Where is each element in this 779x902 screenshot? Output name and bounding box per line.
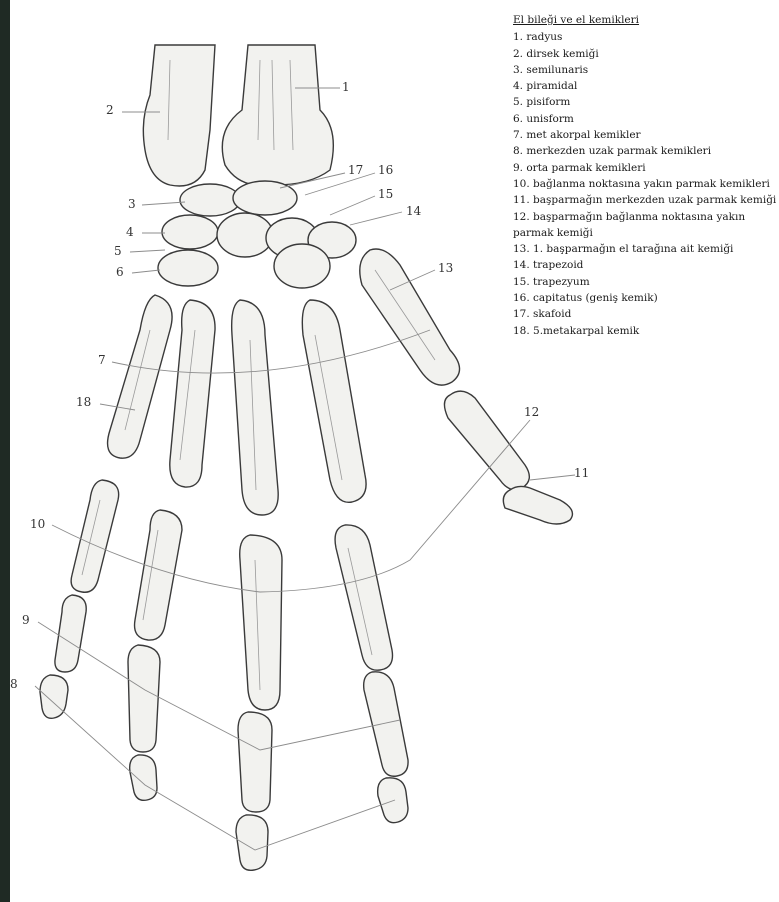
label-5: 5 (114, 244, 122, 258)
label-14: 14 (406, 204, 421, 218)
carpal-capitate (217, 213, 273, 257)
legend-item-16: 16. capitatus (geniş kemik) (513, 290, 779, 306)
legend-item-1: 1. radyus (513, 29, 779, 45)
carpal-bones (158, 181, 356, 288)
carpal-hamate (158, 250, 218, 286)
legend-item-15: 15. trapezyum (513, 274, 779, 290)
legend-item-6: 6. unisform (513, 111, 779, 127)
left-dark-strip (0, 0, 10, 902)
label-6: 6 (116, 265, 124, 279)
radius-bone (222, 45, 333, 186)
distal-phalanges (40, 486, 572, 870)
metacarpal-bones (108, 249, 460, 515)
carpal-triquetral (162, 215, 218, 249)
legend-item-12: 12. başparmağın bağlanma noktasına yakın… (513, 209, 779, 242)
carpal-capitatus (274, 244, 330, 288)
label-11: 11 (574, 466, 589, 480)
label-17: 17 (348, 163, 363, 177)
legend-item-9: 9. orta parmak kemikleri (513, 160, 779, 176)
legend-item-13: 13. 1. başparmağın el tarağına ait kemiğ… (513, 241, 779, 257)
label-9: 9 (22, 613, 30, 627)
legend-item-10: 10. bağlanma noktasına yakın parmak kemi… (513, 176, 779, 192)
label-12: 12 (524, 405, 539, 419)
metacarpal-4 (170, 300, 215, 487)
label-3: 3 (128, 197, 136, 211)
ulna-bone (143, 45, 215, 186)
legend-item-3: 3. semilunaris (513, 62, 779, 78)
legend-item-7: 7. met akorpal kemikler (513, 127, 779, 143)
label-13: 13 (438, 261, 453, 275)
label-15: 15 (378, 187, 393, 201)
metacarpal-3 (232, 300, 279, 515)
label-1: 1 (342, 80, 350, 94)
label-18: 18 (76, 395, 91, 409)
legend-title: El bileği ve el kemikleri (513, 12, 779, 28)
legend: El bileği ve el kemikleri 1. radyus 2. d… (513, 12, 779, 339)
legend-item-17: 17. skafoid (513, 306, 779, 322)
forearm-bones (143, 45, 333, 186)
legend-item-2: 2. dirsek kemiği (513, 46, 779, 62)
label-7: 7 (98, 353, 106, 367)
label-2: 2 (106, 103, 114, 117)
diagram-page: 1 2 3 4 5 6 7 8 9 10 11 12 13 14 15 16 1… (10, 0, 779, 902)
metacarpal-2 (302, 300, 366, 502)
legend-item-11: 11. başparmağın merkezden uzak parmak ke… (513, 192, 779, 208)
carpal-semilunar (180, 184, 240, 216)
legend-item-4: 4. piramidal (513, 78, 779, 94)
legend-item-5: 5. pisiform (513, 94, 779, 110)
label-16: 16 (378, 163, 393, 177)
label-10: 10 (30, 517, 45, 531)
metacarpal-5 (108, 295, 173, 458)
label-8: 8 (10, 677, 18, 691)
legend-item-18: 18. 5.metakarpal kemik (513, 323, 779, 339)
legend-item-14: 14. trapezoid (513, 257, 779, 273)
legend-item-8: 8. merkezden uzak parmak kemikleri (513, 143, 779, 159)
label-4: 4 (126, 225, 134, 239)
